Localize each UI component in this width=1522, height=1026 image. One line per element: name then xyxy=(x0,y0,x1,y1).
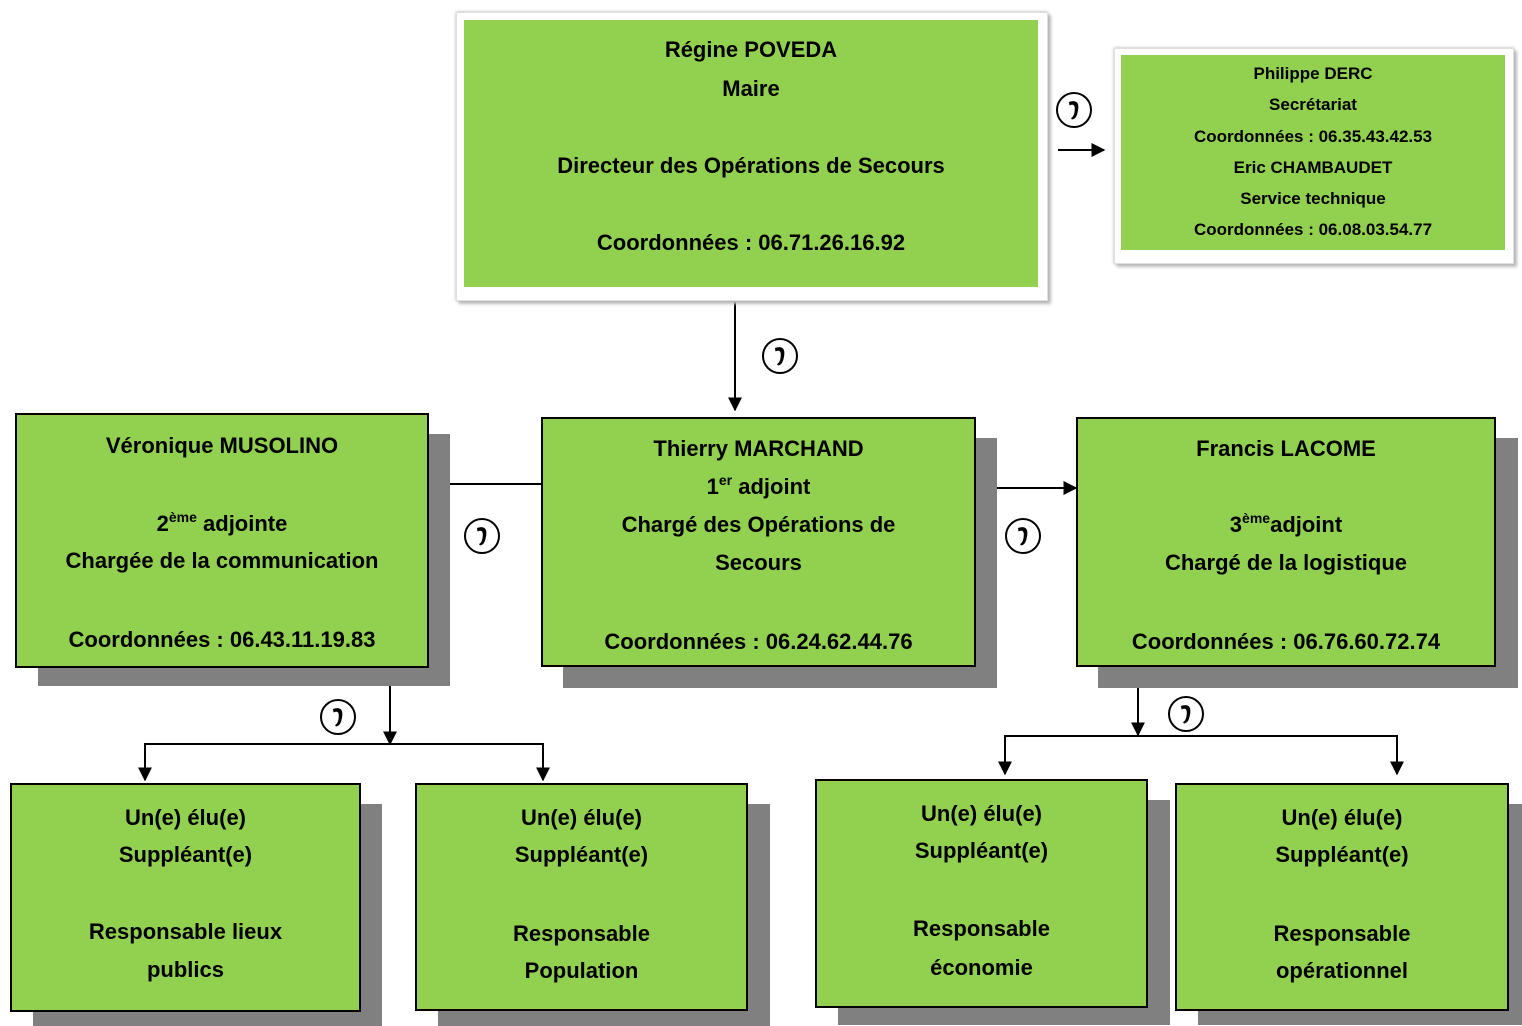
support-box: Philippe DERC Secrétariat Coordonnées : … xyxy=(1121,55,1505,250)
deputy3-subtitle: Suppléant(e) xyxy=(914,838,1049,863)
support-name-1: Philippe DERC xyxy=(1253,64,1373,83)
adjoint2-box: Véronique MUSOLINO 2ème adjointe Chargée… xyxy=(15,413,429,668)
deputy3-box: Un(e) élu(e) Suppléant(e) Responsable éc… xyxy=(815,779,1148,1008)
deputy4-subtitle: Suppléant(e) xyxy=(1275,842,1409,867)
mayor-function: Directeur des Opérations de Secours xyxy=(557,153,945,178)
adjoint2-function: Chargée de la communication xyxy=(65,548,379,573)
phone-icon xyxy=(1056,92,1092,128)
deputy1-responsibility-1: Responsable lieux xyxy=(88,919,283,944)
deputy2-box: Un(e) élu(e) Suppléant(e) Responsable Po… xyxy=(415,783,748,1011)
support-role-1: Secrétariat xyxy=(1269,95,1357,114)
support-contact-1: Coordonnées : 06.35.43.42.53 xyxy=(1193,127,1433,146)
mayor-box: Régine POVEDA Maire Directeur des Opérat… xyxy=(464,20,1038,287)
phone-icon xyxy=(762,338,798,374)
deputy1-responsibility-2: publics xyxy=(146,957,224,982)
deputy3-responsibility-2: économie xyxy=(930,955,1033,980)
mayor-contact: Coordonnées : 06.71.26.16.92 xyxy=(596,230,906,255)
phone-icon xyxy=(1005,518,1041,554)
deputy4-box: Un(e) élu(e) Suppléant(e) Responsable op… xyxy=(1175,783,1509,1011)
support-name-2: Eric CHAMBAUDET xyxy=(1233,158,1393,177)
adjoint2-name: Véronique MUSOLINO xyxy=(105,433,339,458)
deputy2-responsibility-2: Population xyxy=(524,958,639,983)
phone-icon xyxy=(464,518,500,554)
support-contact-2: Coordonnées : 06.08.03.54.77 xyxy=(1193,220,1433,239)
deputy3-title: Un(e) élu(e) xyxy=(921,801,1042,826)
deputy1-title: Un(e) élu(e) xyxy=(125,805,246,830)
adjoint1-function-line1: Chargé des Opérations de xyxy=(621,512,896,537)
adjoint3-rank: 3èmeadjoint xyxy=(1229,510,1343,537)
mayor-role: Maire xyxy=(722,76,780,101)
adjoint3-name: Francis LACOME xyxy=(1196,436,1376,461)
adjoint1-contact: Coordonnées : 06.24.62.44.76 xyxy=(604,629,913,654)
adjoint2-rank: 2ème adjointe xyxy=(156,509,288,536)
deputy1-box: Un(e) élu(e) Suppléant(e) Responsable li… xyxy=(10,783,361,1012)
support-role-2: Service technique xyxy=(1240,189,1386,208)
phone-icon xyxy=(1168,696,1204,732)
adjoint1-name: Thierry MARCHAND xyxy=(653,436,864,461)
adjoint3-box: Francis LACOME 3èmeadjoint Chargé de la … xyxy=(1076,417,1496,667)
phone-icon xyxy=(320,699,356,735)
adjoint1-box: Thierry MARCHAND 1er adjoint Chargé des … xyxy=(541,417,976,667)
deputy2-title: Un(e) élu(e) xyxy=(521,805,642,830)
adjoint1-rank: 1er adjoint xyxy=(706,472,811,499)
deputy3-responsibility-1: Responsable xyxy=(913,916,1050,941)
deputy2-subtitle: Suppléant(e) xyxy=(514,842,649,867)
adjoint3-function: Chargé de la logistique xyxy=(1164,550,1408,575)
deputy2-responsibility-1: Responsable xyxy=(513,921,650,946)
deputy4-responsibility-2: opérationnel xyxy=(1275,958,1408,983)
branch-left xyxy=(144,743,544,778)
adjoint2-contact: Coordonnées : 06.43.11.19.83 xyxy=(68,627,376,652)
deputy4-responsibility-1: Responsable xyxy=(1273,921,1411,946)
adjoint1-function-line2: Secours xyxy=(715,550,802,575)
deputy1-subtitle: Suppléant(e) xyxy=(118,842,253,867)
mayor-name: Régine POVEDA xyxy=(664,37,838,62)
deputy4-title: Un(e) élu(e) xyxy=(1281,805,1403,830)
branch-right xyxy=(1004,735,1398,770)
adjoint3-contact: Coordonnées : 06.76.60.72.74 xyxy=(1131,629,1441,654)
